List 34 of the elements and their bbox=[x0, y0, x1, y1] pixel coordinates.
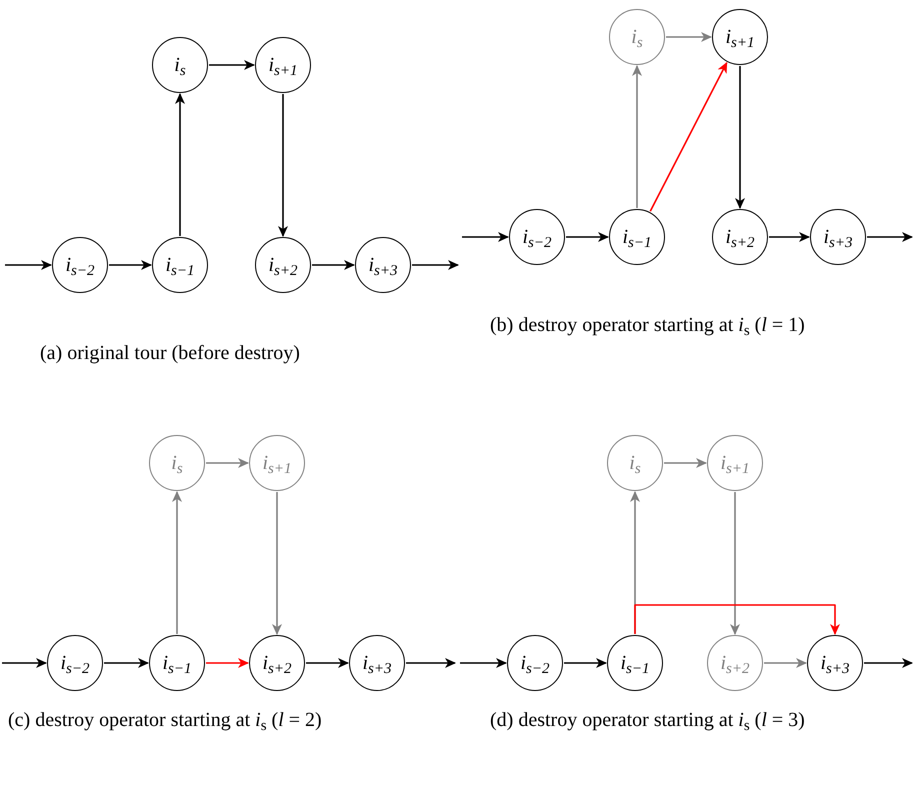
arrow bbox=[634, 604, 840, 635]
arrow bbox=[206, 658, 249, 668]
arrow bbox=[462, 232, 509, 242]
arrow bbox=[175, 93, 185, 236]
arrow bbox=[764, 658, 807, 668]
arrow bbox=[104, 658, 149, 668]
arrow bbox=[460, 658, 507, 668]
arrow bbox=[864, 658, 913, 668]
panel-caption: (a) original tour (before destroy) bbox=[40, 341, 301, 366]
arrow bbox=[664, 458, 707, 468]
arrow bbox=[406, 658, 456, 668]
arrow bbox=[172, 491, 182, 634]
arrow bbox=[312, 260, 355, 270]
panel-caption: (d) destroy operator starting at i$_{s}$ (l = 3) bbox=[490, 708, 806, 733]
panel-caption: (c) destroy operator starting at i$_{s}$ (l = 2) bbox=[8, 708, 323, 733]
arrow bbox=[412, 260, 459, 270]
arrow bbox=[564, 658, 607, 668]
arrow bbox=[730, 492, 740, 635]
arrow bbox=[867, 232, 913, 242]
arrow bbox=[666, 32, 712, 42]
arrow bbox=[650, 62, 728, 212]
arrow bbox=[566, 232, 609, 242]
arrow bbox=[769, 232, 810, 242]
arrow bbox=[735, 66, 745, 209]
arrow bbox=[206, 458, 249, 468]
panel-caption: (b) destroy operator starting at i$_{s}$ (l = 1) bbox=[490, 313, 806, 338]
arrow bbox=[632, 65, 642, 208]
arrow bbox=[2, 658, 47, 668]
arrow bbox=[109, 260, 152, 270]
arrow bbox=[278, 94, 288, 237]
arrow bbox=[306, 658, 349, 668]
arrow bbox=[5, 260, 52, 270]
arrow bbox=[272, 492, 282, 635]
arrow bbox=[209, 60, 255, 70]
